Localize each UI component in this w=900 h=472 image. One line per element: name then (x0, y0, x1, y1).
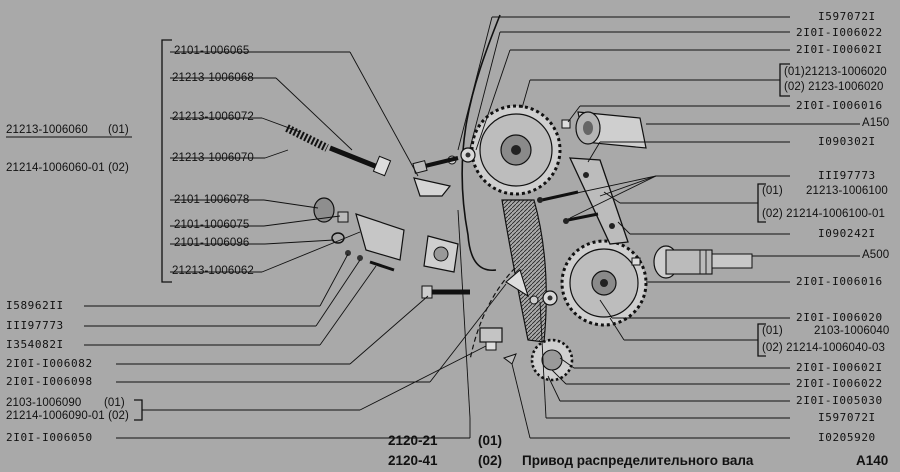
left-bracket-1006090 (134, 399, 143, 421)
part-code-01: (01) (762, 325, 783, 337)
part-label-11197773: III97773 (818, 169, 876, 182)
diagram-title: Привод распределительного вала (522, 453, 754, 468)
part-label-2101-1006022: 2I0I-I006022 (796, 377, 883, 390)
part-label-2101-1006078: 2101-1006078 (174, 194, 250, 206)
part-label-2101-1006016: 2I0I-I006016 (796, 99, 883, 112)
part-label-2101-1006065: 2101-1006065 (174, 45, 250, 57)
part-label-15970721: I597072I (818, 10, 876, 23)
intermediate-shaft (631, 245, 753, 279)
part-label-21213-1006070: 21213-1006070 (172, 152, 254, 164)
part-label-10902421: I090242I (818, 227, 876, 240)
part-label-21213-1006068: 21213-1006068 (172, 72, 254, 84)
crankshaft-sprocket (530, 338, 574, 382)
chain-tensioner (285, 124, 529, 365)
part-label-2101-1006098: 2I0I-I006098 (6, 375, 93, 388)
part-label-2101-1006021: 2I0I-I00602I (796, 361, 883, 374)
part-label-2101-1006016: 2I0I-I006016 (796, 275, 883, 288)
page-number: A140 (856, 453, 889, 468)
chain-damper (568, 157, 629, 245)
part-label-2101-1006022: 2I0I-I006022 (796, 26, 883, 39)
model-label-2120-21: 2120-21 (388, 433, 438, 448)
intermediate-shaft-sprocket (560, 239, 648, 327)
part-label-2101-1006050: 2I0I-I006050 (6, 431, 93, 444)
part-label-15896211: I58962II (6, 299, 64, 312)
part-code-01: (01) (104, 397, 125, 409)
part-label-21213-1006060: 21213-1006060 (6, 124, 88, 136)
model-code-01: (01) (478, 433, 503, 448)
leader-lines-left (6, 51, 507, 439)
part-label-2101-1006096: 2101-1006096 (174, 237, 250, 249)
part-label-a500: A500 (862, 249, 890, 261)
part-label-2101-1006075: 2101-1006075 (174, 219, 250, 231)
part-label-21214-1006090-01: 21214-1006090-01 (02) (6, 410, 129, 422)
part-label-2103-1006090: 2103-1006090 (6, 397, 82, 409)
part-code-01: (01) (762, 185, 783, 197)
part-label-a150: A150 (862, 117, 890, 129)
part-label-21213-1006072: 21213-1006072 (172, 111, 254, 123)
part-label-2101-1006082: 2I0I-I006082 (6, 357, 93, 370)
part-label-21213-1006062: 21213-1006062 (172, 265, 254, 277)
part-label-2101-1006020: 2I0I-I006020 (796, 311, 883, 324)
camshaft-sprocket (470, 104, 562, 196)
part-label-21214-1006100-01: (02) 21214-1006100-01 (762, 208, 885, 220)
part-label-15970721: I597072I (818, 411, 876, 424)
leader-lines-right (457, 16, 860, 439)
bearing-assembly (561, 111, 647, 149)
part-label-2123-1006020: (02) 2123-1006020 (784, 81, 884, 93)
part-label-2101-1005030: 2I0I-I005030 (796, 394, 883, 407)
part-code-01: (01) (108, 124, 129, 136)
part-label-2103-1006040: 2103-1006040 (814, 325, 890, 337)
part-label-21214-1006040-03: (02) 21214-1006040-03 (762, 342, 885, 354)
part-label-10205920: I0205920 (818, 431, 876, 444)
left-bracket (161, 39, 172, 283)
part-label-11197773: III97773 (6, 319, 64, 332)
model-code-02: (02) (478, 453, 503, 468)
cover-outline (461, 14, 501, 271)
part-label-10903021: I090302I (818, 135, 876, 148)
timing-chain (501, 199, 547, 343)
model-label-2120-41: 2120-41 (388, 453, 438, 468)
part-label-21213-1006100: 21213-1006100 (806, 185, 888, 197)
part-label-21213-1006020: (01)21213-1006020 (784, 66, 887, 78)
part-label-2101-1006021: 2I0I-I00602I (796, 43, 883, 56)
part-label-13540821: I354082I (6, 338, 64, 351)
part-label-21214-1006060-01: 21214-1006060-01 (02) (6, 162, 129, 174)
